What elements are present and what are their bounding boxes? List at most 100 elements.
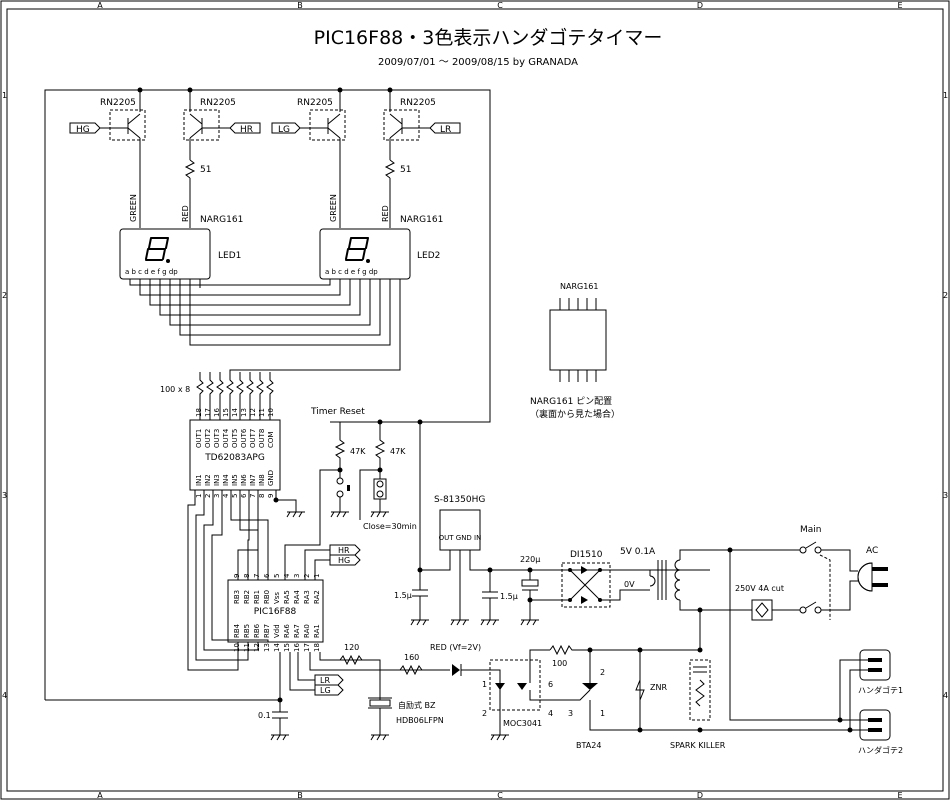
schematic-line (819, 554, 831, 620)
segment-wire (179, 279, 381, 336)
label: 250V 4A cut (735, 584, 784, 593)
pin-name: RA4 (293, 590, 301, 604)
pin-number: 5 (231, 494, 239, 498)
jumper-30min[interactable] (373, 478, 387, 500)
pin-name: OUT1 (195, 429, 203, 448)
pin-number: 13 (240, 408, 248, 417)
ground-hatch (382, 734, 387, 741)
label: LG (320, 686, 331, 695)
label: 4 (548, 709, 553, 718)
pin-number: 12 (253, 643, 261, 652)
pin-name: RA7 (293, 624, 301, 638)
pin-name: IN4 (222, 474, 230, 486)
reset-button[interactable] (336, 477, 344, 485)
schematic-line (640, 610, 701, 651)
pin-name: OUT6 (240, 428, 248, 448)
column-label: A (97, 1, 103, 10)
junction-dot (587, 647, 593, 653)
pin-name: RA6 (283, 624, 291, 638)
segment-wire (129, 279, 331, 286)
tag-hr (229, 122, 261, 134)
pin-number: 3 (213, 494, 221, 498)
label: HR (338, 546, 350, 555)
ground-hatch (376, 511, 381, 518)
page-subtitle: 2009/07/01 ～ 2009/08/15 by GRANADA (378, 57, 578, 68)
junction-dot (847, 727, 853, 733)
schematic-line (334, 422, 346, 470)
label: 160 (404, 653, 419, 662)
schematic-line (109, 109, 146, 141)
label: LR (440, 125, 451, 135)
label: 2 (482, 709, 487, 718)
schematic-line (45, 652, 281, 701)
ground-hatch (336, 511, 341, 518)
schematic-line (857, 562, 873, 592)
regulator: S-81350HG OUT GND IN 1.5μ 1.5μ 220μ (394, 495, 710, 620)
ground-hatch (462, 619, 467, 626)
resistor (256, 372, 264, 420)
label: SPARK KILLER (670, 741, 726, 750)
label: Main (800, 525, 822, 535)
pin-number: 11 (258, 408, 266, 417)
schematic-line (339, 654, 363, 666)
label: LG (278, 125, 290, 135)
ground-hatch (450, 619, 455, 626)
ground-hatch (520, 619, 525, 626)
schematic-line (297, 652, 315, 681)
pin-number: 1 (313, 574, 321, 578)
ground-hatch (532, 619, 537, 626)
schematic-line (347, 485, 350, 491)
schematic-line (452, 664, 460, 676)
pin-name: RB5 (243, 624, 251, 638)
label: 2 (600, 668, 605, 677)
column-label: C (497, 1, 503, 10)
pin-name: OUT7 (249, 429, 257, 448)
pin-number: 3 (293, 574, 301, 578)
label: 5V 0.1A (620, 547, 656, 557)
pin-name: GND (267, 470, 275, 486)
schematic-line (649, 575, 656, 587)
bridge-rectifier: DI1510 5V 0.1A 0V (561, 547, 656, 608)
pin-number: 7 (253, 574, 261, 578)
pin-number: 9 (233, 574, 241, 578)
ground-hatch (422, 619, 427, 626)
ground-hatch (282, 734, 287, 741)
pin-number: 4 (222, 493, 230, 498)
drive-circuit: 120 自励式 BZ HDB06LFPN 160 RED (Vf=2V) 1 2… (309, 550, 860, 750)
resistor-array (196, 372, 274, 420)
label: RED (181, 205, 190, 222)
schematic-line (868, 658, 882, 662)
timer-reset-circuit: Timer Reset 47K 47K Close=30min (284, 407, 490, 580)
label: 51 (400, 165, 411, 175)
label: RED (381, 205, 390, 222)
main-switch[interactable] (799, 546, 807, 554)
mains-input: Main AC 250V 4A cut (735, 525, 888, 621)
schematic-line (689, 659, 711, 721)
label: RN2205 (100, 98, 136, 108)
pin-number: 5 (273, 574, 281, 578)
label: LED2 (417, 251, 440, 261)
schematic-line (569, 569, 601, 601)
schematic-line (189, 127, 203, 139)
label: BTA24 (576, 741, 601, 750)
column-label: D (697, 791, 703, 800)
label: RN2205 (400, 98, 436, 108)
pin-name: OUT8 (258, 429, 266, 448)
row-label: 1 (2, 91, 7, 100)
schematic-line (184, 159, 196, 179)
schematic-line (805, 541, 817, 549)
schematic-line (857, 562, 873, 592)
column-label: B (297, 791, 303, 800)
pin-name: IN8 (258, 474, 266, 486)
pin-number: 2 (204, 494, 212, 498)
column-label: E (897, 791, 902, 800)
ground-hatch (502, 734, 507, 741)
column-label: A (97, 791, 103, 800)
label: 51 (200, 165, 211, 175)
column-label: D (697, 1, 703, 10)
label: Close=30min (363, 522, 417, 531)
junction-dot (799, 606, 807, 614)
row-label: 2 (2, 291, 7, 300)
